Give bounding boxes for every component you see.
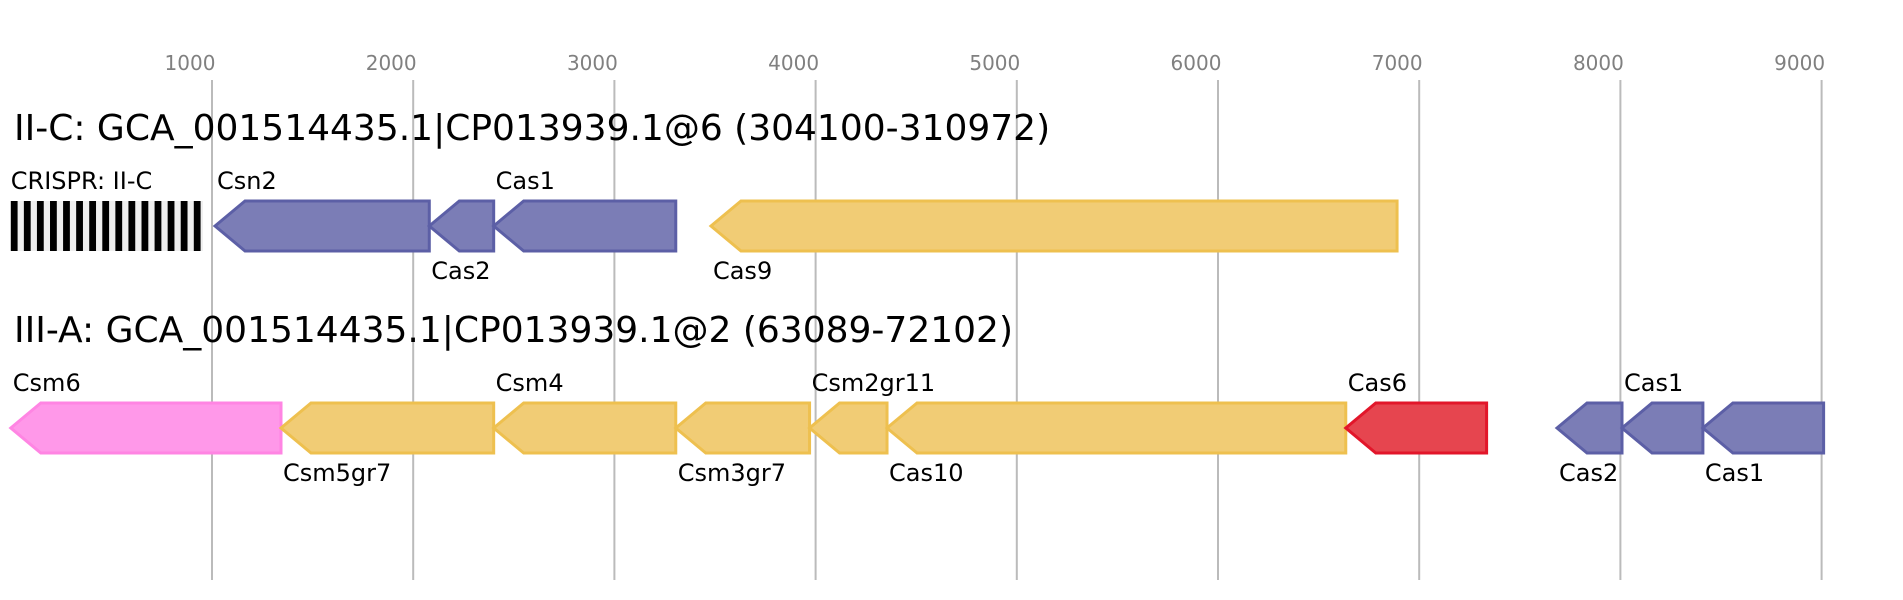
gene-label-cas1: Cas1	[1705, 459, 1764, 487]
crispr-repeat	[89, 201, 97, 251]
crispr-repeat	[63, 201, 70, 251]
gene-arrow-cas10[interactable]	[884, 401, 1348, 455]
gene-cas1[interactable]: Cas1	[1619, 369, 1705, 455]
crispr-repeat	[102, 201, 110, 251]
gene-cas1[interactable]: Cas1	[491, 167, 678, 253]
crispr-repeat	[128, 201, 136, 251]
gene-arrow-cas2[interactable]	[1554, 401, 1624, 455]
gene-cas2[interactable]: Cas2	[426, 199, 496, 285]
gene-arrow-cas2[interactable]	[426, 199, 496, 253]
crispr-repeat	[36, 201, 44, 251]
gene-arrow-csm4[interactable]	[491, 401, 678, 455]
gene-arrow-csm6[interactable]	[8, 401, 283, 455]
row-title-ii-c: II-C: GCA_001514435.1|CP013939.1@6 (3041…	[14, 108, 1050, 149]
crispr-label: CRISPR: II-C	[11, 167, 152, 195]
gene-arrow-cas1[interactable]	[491, 199, 678, 253]
gene-csm5gr7[interactable]: Csm5gr7	[278, 401, 496, 487]
tick-label-7000: 7000	[1372, 51, 1423, 75]
tick-label-9000: 9000	[1774, 51, 1825, 75]
gene-label-csn2: Csn2	[217, 167, 277, 195]
axis-tick-labels: 1000 2000 3000 4000 5000 6000 7000 8000 9000	[165, 51, 1826, 75]
gene-label-cas1: Cas1	[496, 167, 555, 195]
gene-label-cas6: Cas6	[1348, 369, 1407, 397]
tick-label-4000: 4000	[768, 51, 819, 75]
crispr-repeat	[167, 201, 175, 251]
gene-label-csm6: Csm6	[13, 369, 81, 397]
gene-arrow-cas1[interactable]	[1700, 401, 1826, 455]
tick-label-8000: 8000	[1573, 51, 1624, 75]
gene-label-csm5gr7: Csm5gr7	[283, 459, 391, 487]
gene-label-cas2: Cas2	[1559, 459, 1618, 487]
gene-label-cas10: Cas10	[889, 459, 964, 487]
gene-arrow-cas6[interactable]	[1343, 401, 1489, 455]
tick-label-1000: 1000	[165, 51, 216, 75]
gene-arrow-csm5gr7[interactable]	[278, 401, 496, 455]
gene-arrow-cas1[interactable]	[1619, 401, 1705, 455]
crispr-repeat	[23, 201, 31, 251]
gene-csm2gr11[interactable]: Csm2gr11	[807, 369, 936, 455]
gene-cas10[interactable]: Cas10	[884, 401, 1348, 487]
gene-arrow-csm3gr7[interactable]	[673, 401, 812, 455]
gene-label-csm3gr7: Csm3gr7	[678, 459, 786, 487]
crispr-repeat	[180, 201, 188, 251]
crispr-repeat	[10, 201, 18, 251]
crispr-repeat	[154, 201, 162, 251]
tick-label-3000: 3000	[567, 51, 618, 75]
row-iii-a: Csm6Csm5gr7Csm4Csm3gr7Csm2gr11Cas10Cas6C…	[8, 310, 1826, 487]
crispr-repeat	[193, 201, 201, 251]
gene-cas1[interactable]: Cas1	[1700, 401, 1826, 487]
gene-label-cas2: Cas2	[431, 257, 490, 285]
gene-csn2[interactable]: Csn2	[212, 167, 431, 253]
gene-label-csm4: Csm4	[496, 369, 564, 397]
gene-label-cas9: Cas9	[713, 257, 772, 285]
crispr-repeat	[76, 201, 83, 251]
crispr-repeat	[50, 201, 57, 251]
gene-csm3gr7[interactable]: Csm3gr7	[673, 401, 812, 487]
crispr-repeat	[115, 201, 123, 251]
tick-label-6000: 6000	[1171, 51, 1222, 75]
tick-label-5000: 5000	[969, 51, 1020, 75]
gene-label-csm2gr11: Csm2gr11	[812, 369, 936, 397]
gene-arrow-csm2gr11[interactable]	[807, 401, 889, 455]
gene-label-cas1: Cas1	[1624, 369, 1683, 397]
gene-cas2[interactable]: Cas2	[1554, 401, 1624, 487]
gene-arrow-csn2[interactable]	[212, 199, 431, 253]
gene-csm4[interactable]: Csm4	[491, 369, 678, 455]
grid-lines	[211, 80, 1823, 580]
gene-arrow-cas9[interactable]	[708, 199, 1399, 253]
gene-cas6[interactable]: Cas6	[1343, 369, 1489, 455]
tick-label-2000: 2000	[366, 51, 417, 75]
row-title-iii-a: III-A: GCA_001514435.1|CP013939.1@2 (630…	[14, 310, 1013, 351]
crispr-repeat	[141, 201, 149, 251]
gene-cas9[interactable]: Cas9	[708, 199, 1399, 285]
crispr-array: CRISPR: II-C	[10, 167, 203, 251]
gene-csm6[interactable]: Csm6	[8, 369, 283, 455]
